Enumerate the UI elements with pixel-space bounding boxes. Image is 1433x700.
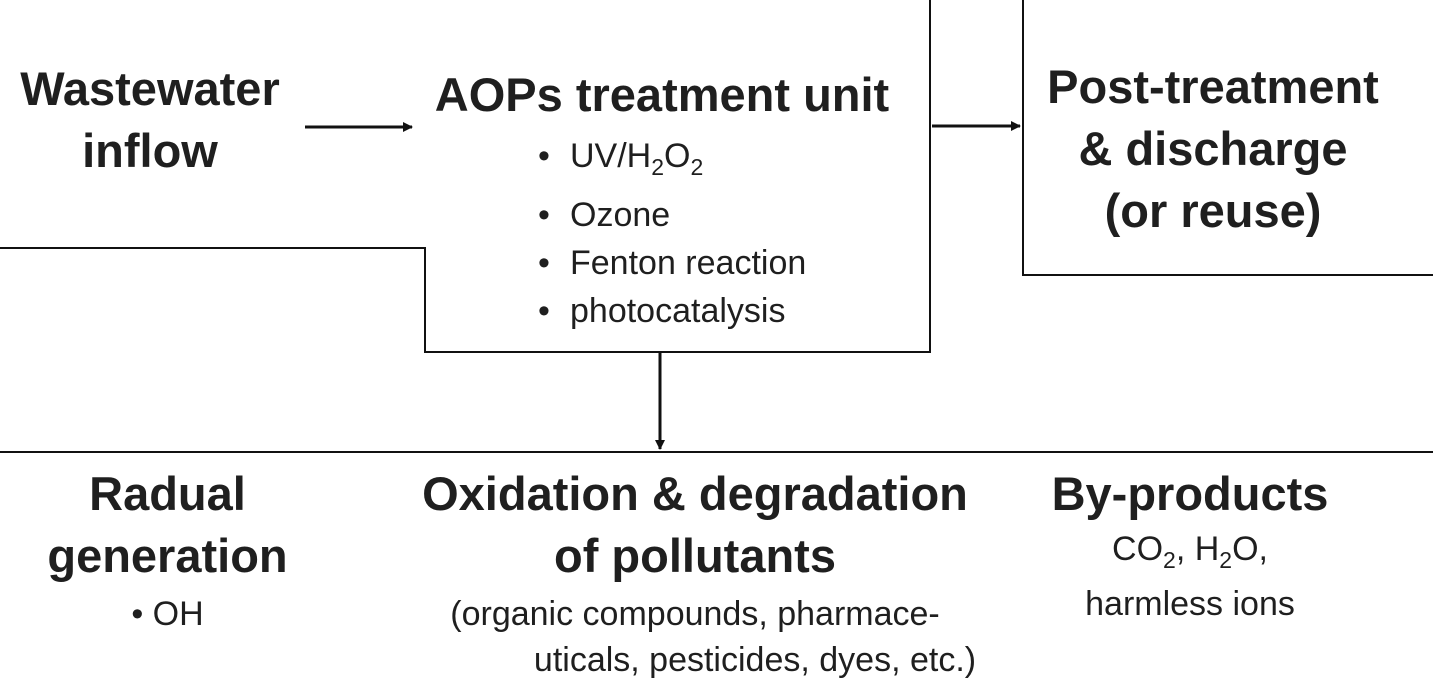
aop-method-ozone: •Ozone bbox=[538, 195, 671, 234]
aop-method-list: •UV/H2O2 •Ozone •Fenton reaction •photoc… bbox=[538, 132, 806, 335]
byproducts-title: By-products bbox=[1051, 467, 1329, 520]
aop-method-uv-h2o2: •UV/H2O2 bbox=[538, 137, 704, 180]
aop-unit-title: AOPs treatment unit bbox=[434, 68, 890, 121]
aop-method-photocatalysis: •photocatalysis bbox=[538, 291, 786, 330]
byproducts-list: CO2, H2O, harmless ions bbox=[1030, 527, 1350, 626]
radical-species: • OH bbox=[131, 595, 204, 633]
inflow-title: Wastewater inflow bbox=[20, 62, 280, 177]
inflow-node: Wastewater inflow bbox=[0, 58, 300, 182]
oxidation-title: Oxidation & degradation of pollutants bbox=[422, 467, 968, 582]
byproducts-line-1: CO2, H2O, bbox=[1112, 530, 1268, 573]
byproducts-line-2: harmless ions bbox=[1085, 584, 1295, 623]
radical-generation-title: Radual generation bbox=[47, 467, 288, 582]
aop-method-fenton: •Fenton reaction bbox=[538, 243, 807, 282]
post-treatment-box-outline bbox=[1022, 0, 1433, 276]
post-treatment-title: Post-treatment & discharge (or reuse) bbox=[1047, 60, 1379, 237]
aop-unit-node: AOPs treatment unit •UV/H2O2 •Ozone •Fen… bbox=[412, 64, 912, 330]
oxidation-node: Oxidation & degradation of pollutants (o… bbox=[380, 463, 1010, 683]
post-treatment-node: Post-treatment & discharge (or reuse) bbox=[1023, 56, 1403, 242]
radical-generation-node: Radual generation • OH bbox=[0, 463, 335, 637]
byproducts-node: By-products CO2, H2O, harmless ions bbox=[1030, 463, 1350, 626]
pollutant-examples: (organic compounds, pharmace- uticals, p… bbox=[450, 595, 977, 679]
aop-box-outline bbox=[0, 0, 931, 353]
